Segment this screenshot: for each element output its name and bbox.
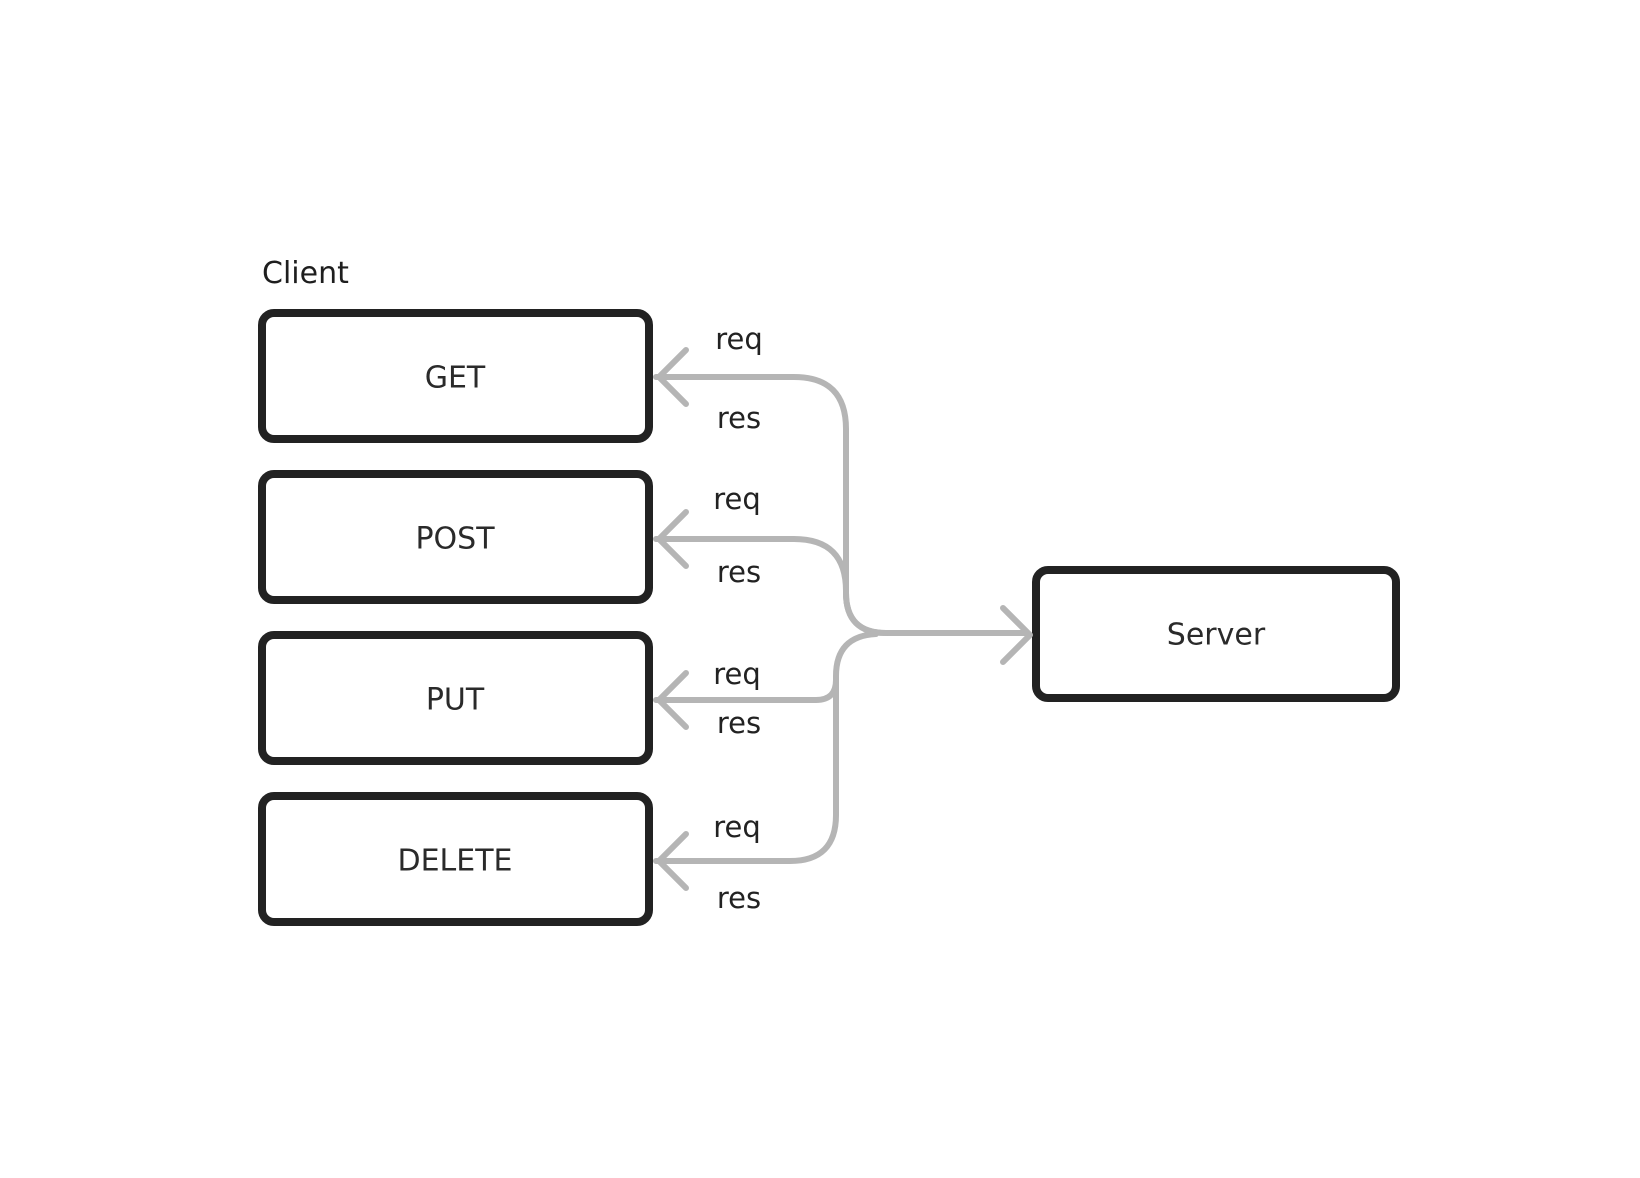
get-box [258, 309, 653, 443]
client-method-post: POST [258, 470, 653, 604]
delete-connector [653, 677, 839, 864]
delete-res-label: res [717, 881, 761, 915]
delete-label: DELETE [397, 844, 512, 879]
post-arrowhead-icon [656, 509, 689, 569]
put-connector [653, 631, 879, 703]
get-req-label: req [715, 322, 763, 356]
post-res-label: res [717, 555, 761, 589]
get-arrowhead-icon [656, 347, 689, 407]
put-label: PUT [426, 683, 485, 718]
get-connector [653, 374, 1029, 636]
post-req-label: req [713, 482, 761, 516]
put-req-label: req [713, 657, 761, 691]
client-group-label: Client [262, 256, 349, 291]
put-res-label: res [717, 706, 761, 740]
delete-box [258, 792, 653, 926]
client-method-delete: DELETE [258, 792, 653, 926]
post-box [258, 470, 653, 604]
get-label: GET [425, 361, 486, 396]
put-box [258, 631, 653, 765]
server-node: Server [1032, 566, 1400, 702]
client-method-put: PUT [258, 631, 653, 765]
delete-req-label: req [713, 810, 761, 844]
client-method-get: GET [258, 309, 653, 443]
post-connector [653, 536, 889, 636]
server-label: Server [1167, 618, 1266, 653]
put-arrowhead-icon [656, 670, 689, 730]
delete-arrowhead-icon [656, 831, 689, 891]
server-arrowhead-icon [1000, 605, 1033, 665]
server-box [1032, 566, 1400, 702]
post-label: POST [415, 522, 495, 557]
get-res-label: res [717, 401, 761, 435]
